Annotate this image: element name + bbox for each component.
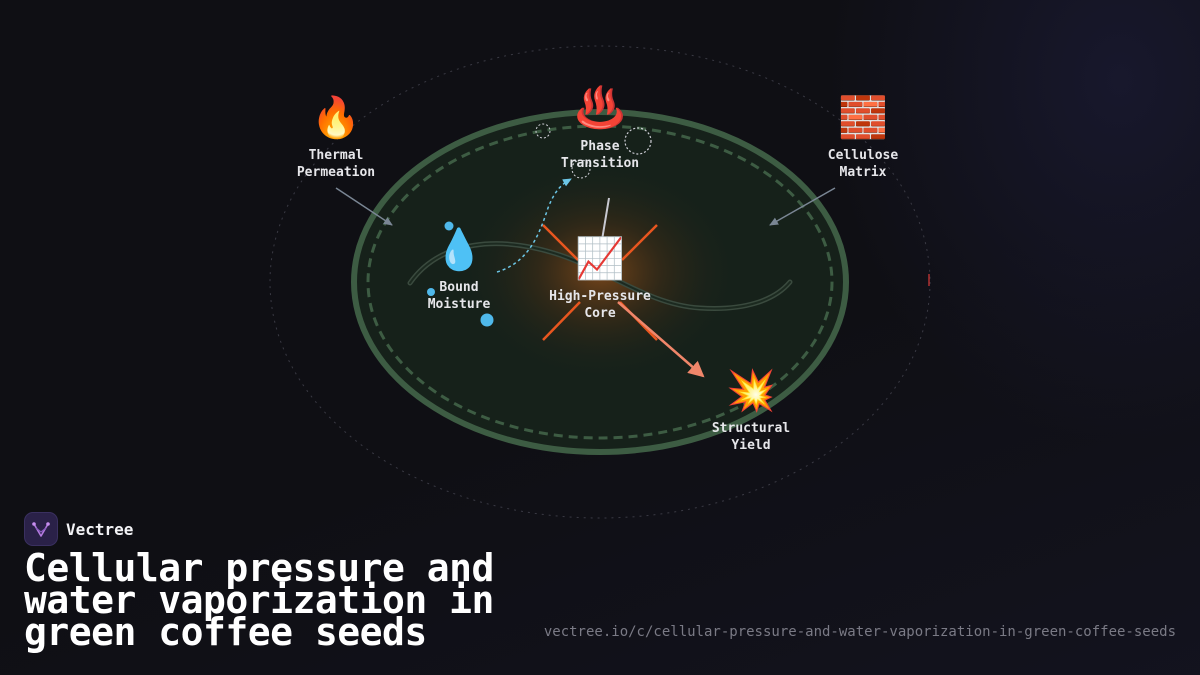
- cellulose-arrow: [769, 187, 836, 226]
- brand-logo-icon: [24, 512, 58, 546]
- vapor-path-arrow: [496, 178, 572, 273]
- water-droplet: [444, 221, 454, 231]
- thermal-arrow: [335, 187, 393, 226]
- core-to-phase-line: [601, 197, 610, 241]
- water-droplet: [427, 288, 435, 296]
- pressure-line: [542, 224, 579, 261]
- core-to-yield-arrow: [617, 301, 705, 378]
- brick-icon: 🧱: [838, 95, 888, 141]
- pressure-line: [621, 224, 658, 261]
- node-label: Bound Moisture: [428, 279, 491, 313]
- node-label: Thermal Permeation: [297, 147, 375, 181]
- water-droplet: [480, 313, 494, 327]
- hot-springs-icon: ♨️: [575, 85, 625, 131]
- steam-bubble: [535, 123, 551, 139]
- brand-name: Vectree: [66, 519, 134, 539]
- outer-boundary: [269, 45, 931, 519]
- pressure-line: [542, 301, 581, 341]
- steam-bubble: [571, 159, 591, 179]
- collision-icon: 💥: [726, 368, 776, 414]
- steam-bubble: [624, 127, 652, 155]
- node-label-line: Core: [584, 306, 616, 321]
- page-title: Cellular pressure and water vaporization…: [24, 546, 494, 654]
- node-label: Phase Transition: [561, 138, 639, 172]
- node-label-line: Cellulose: [827, 148, 899, 163]
- node-label-line: Structural: [711, 421, 791, 436]
- node-label-line: Yield: [731, 438, 771, 453]
- node-label-line: Bound: [439, 280, 479, 295]
- node-label-line: Permeation: [296, 165, 376, 180]
- node-label-line: Thermal: [308, 148, 364, 163]
- seed-inner-dashed: [366, 124, 834, 440]
- droplet-icon: 💧: [434, 227, 484, 273]
- node-label-line: Moisture: [427, 297, 491, 312]
- fire-icon: 🔥: [311, 95, 361, 141]
- brand[interactable]: Vectree: [24, 512, 133, 546]
- node-label-line: Matrix: [839, 165, 887, 180]
- node-label-line: Phase: [580, 139, 620, 154]
- node-label: Structural Yield: [712, 420, 790, 454]
- node-label-line: Transition: [560, 156, 640, 171]
- node-label: High-Pressure Core: [549, 288, 651, 322]
- chart-increasing-icon: 📈: [575, 236, 625, 282]
- page-url[interactable]: vectree.io/c/cellular-pressure-and-water…: [543, 624, 1176, 640]
- node-label-line: High-Pressure: [549, 289, 651, 304]
- node-label: Cellulose Matrix: [828, 147, 898, 181]
